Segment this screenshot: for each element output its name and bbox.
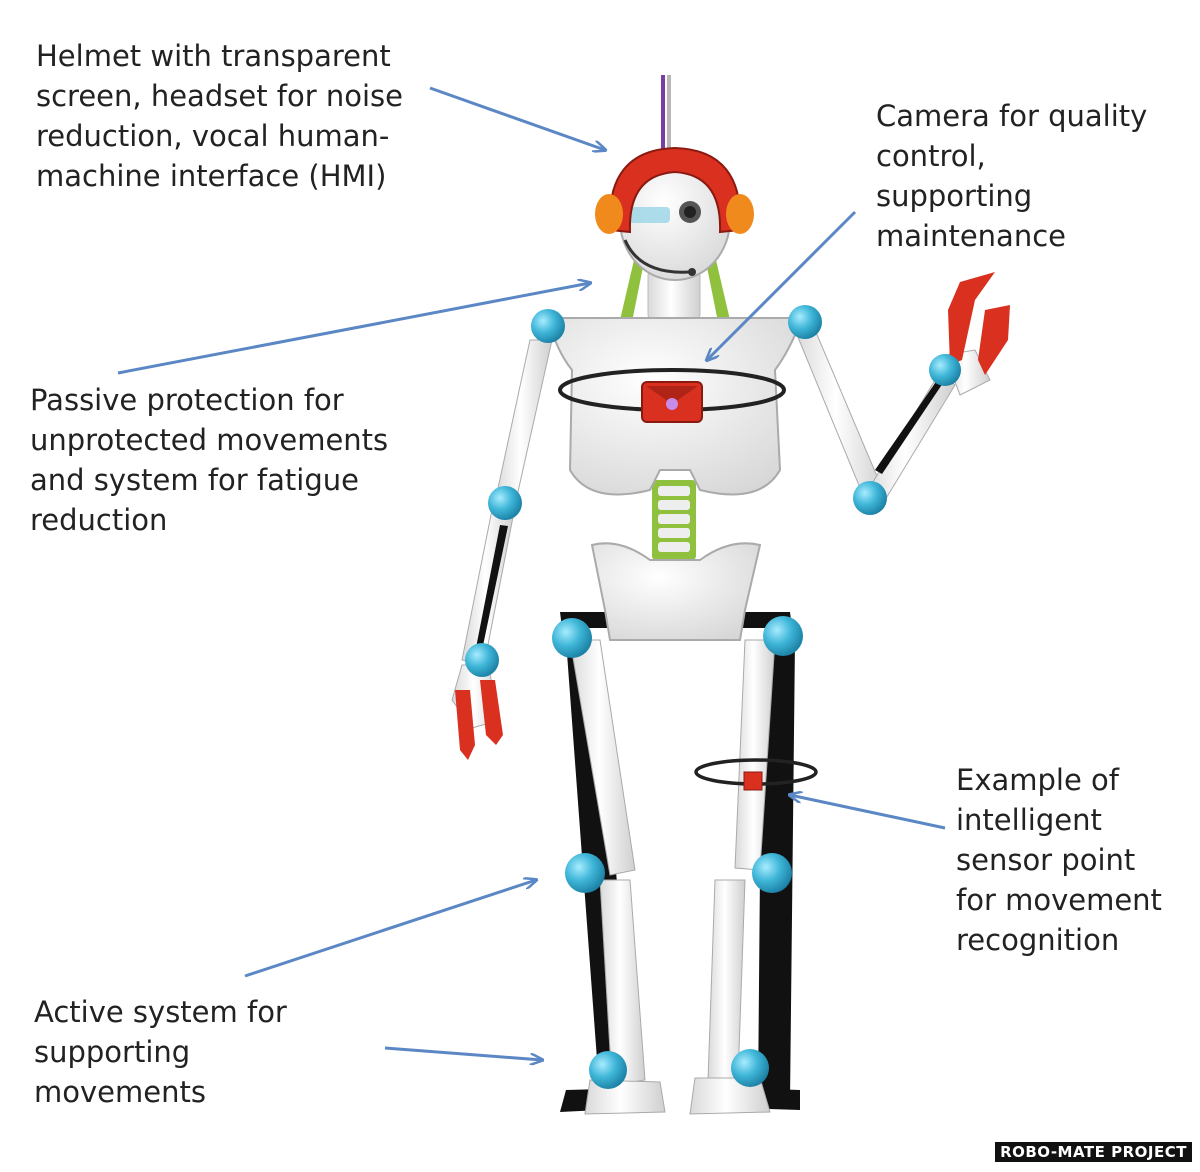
annotation-line: supporting [876,179,1033,213]
annotation-line: Helmet with transparent [36,39,391,73]
annotation-line: intelligent [956,803,1102,837]
cable [661,75,671,150]
helmet-annotation: Helmet with transparent screen, headset … [36,36,403,196]
arrow-icon [384,1046,542,1060]
left-arm [451,339,553,760]
active-system-annotation: Active system for supporting movements [34,992,287,1112]
knee-sensor [743,771,763,791]
annotation-line: Example of [956,763,1119,797]
helmet [595,146,754,276]
control-unit [641,381,703,423]
annotation-line: Passive protection for [30,383,344,417]
annotation-line: maintenance [876,219,1066,253]
annotation-line: movements [34,1075,206,1109]
annotation-line: machine interface (HMI) [36,159,387,193]
annotation-line: recognition [956,923,1120,957]
annotation-line: unprotected movements [30,423,389,457]
arrow-icon [117,283,590,375]
annotation-line: and system for fatigue [30,463,359,497]
shoulder-straps [620,260,730,322]
annotation-line: sensor point [956,843,1136,877]
sensor-annotation: Example of intelligent sensor point for … [956,760,1162,960]
head [619,159,731,281]
arrow-icon [429,86,605,150]
annotation-line: supporting [34,1035,191,1069]
camera-annotation: Camera for quality control, supporting m… [876,96,1147,256]
annotation-line: screen, headset for noise [36,79,404,113]
left-leg [569,639,666,1115]
annotation-line: reduction, vocal human- [36,119,390,153]
arrows [117,86,946,1060]
spine [652,480,696,560]
annotation-line: Camera for quality [876,99,1148,133]
arrow-icon [790,795,946,830]
pelvis [590,542,762,641]
annotation-line: reduction [30,503,168,537]
joints [465,305,961,1089]
annotation-line: Active system for [34,995,287,1029]
arrow-icon [707,210,857,360]
image-credit: ROBO-MATE PROJECT [995,1142,1192,1162]
annotation-line: control, [876,139,986,173]
annotation-line: for movement [956,883,1162,917]
passive-protection-annotation: Passive protection for unprotected movem… [30,380,388,540]
right-leg [689,639,776,1115]
arrow-icon [244,880,536,978]
right-arm [794,272,1010,501]
